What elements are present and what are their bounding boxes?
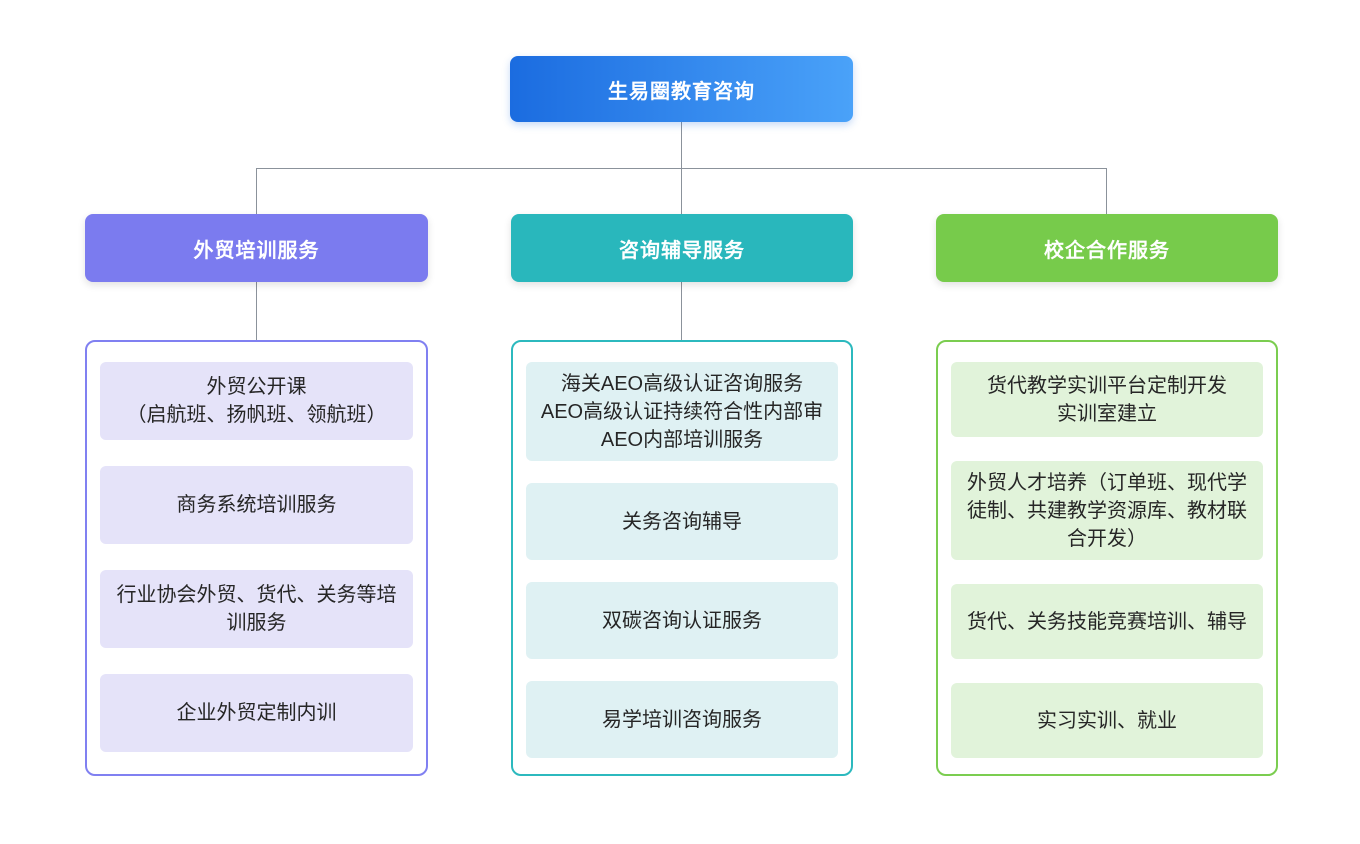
leaf-node: 海关AEO高级认证咨询服务 AEO高级认证持续符合性内部审 AEO内部培训服务 [526, 362, 838, 461]
branch-container-foreign-trade-training: 外贸公开课 （启航班、扬帆班、领航班） 商务系统培训服务 行业协会外贸、货代、关… [85, 340, 428, 776]
connector-branch2-drop [681, 168, 682, 214]
leaf-node: 商务系统培训服务 [100, 466, 413, 544]
branch-header-consulting-coaching: 咨询辅导服务 [511, 214, 853, 282]
connector-root-drop [681, 122, 682, 168]
branch-container-consulting-coaching: 海关AEO高级认证咨询服务 AEO高级认证持续符合性内部审 AEO内部培训服务 … [511, 340, 853, 776]
branch-header-school-enterprise-cooperation: 校企合作服务 [936, 214, 1278, 282]
branch-header-foreign-trade-training: 外贸培训服务 [85, 214, 428, 282]
leaf-node: 实习实训、就业 [951, 683, 1263, 758]
leaf-node: 外贸人才培养（订单班、现代学徒制、共建教学资源库、教材联合开发） [951, 461, 1263, 560]
connector-branch2-to-container [681, 282, 682, 340]
leaf-node: 货代教学实训平台定制开发 实训室建立 [951, 362, 1263, 437]
connector-branch3-drop [1106, 168, 1107, 214]
branch-container-school-enterprise-cooperation: 货代教学实训平台定制开发 实训室建立 外贸人才培养（订单班、现代学徒制、共建教学… [936, 340, 1278, 776]
leaf-node: 行业协会外贸、货代、关务等培训服务 [100, 570, 413, 648]
leaf-node: 易学培训咨询服务 [526, 681, 838, 758]
leaf-node: 外贸公开课 （启航班、扬帆班、领航班） [100, 362, 413, 440]
root-node: 生易圈教育咨询 [510, 56, 853, 122]
connector-branch1-drop [256, 168, 257, 214]
leaf-node: 货代、关务技能竞赛培训、辅导 [951, 584, 1263, 659]
leaf-node: 双碳咨询认证服务 [526, 582, 838, 659]
leaf-node: 企业外贸定制内训 [100, 674, 413, 752]
connector-branch1-to-container [256, 282, 257, 340]
leaf-node: 关务咨询辅导 [526, 483, 838, 560]
